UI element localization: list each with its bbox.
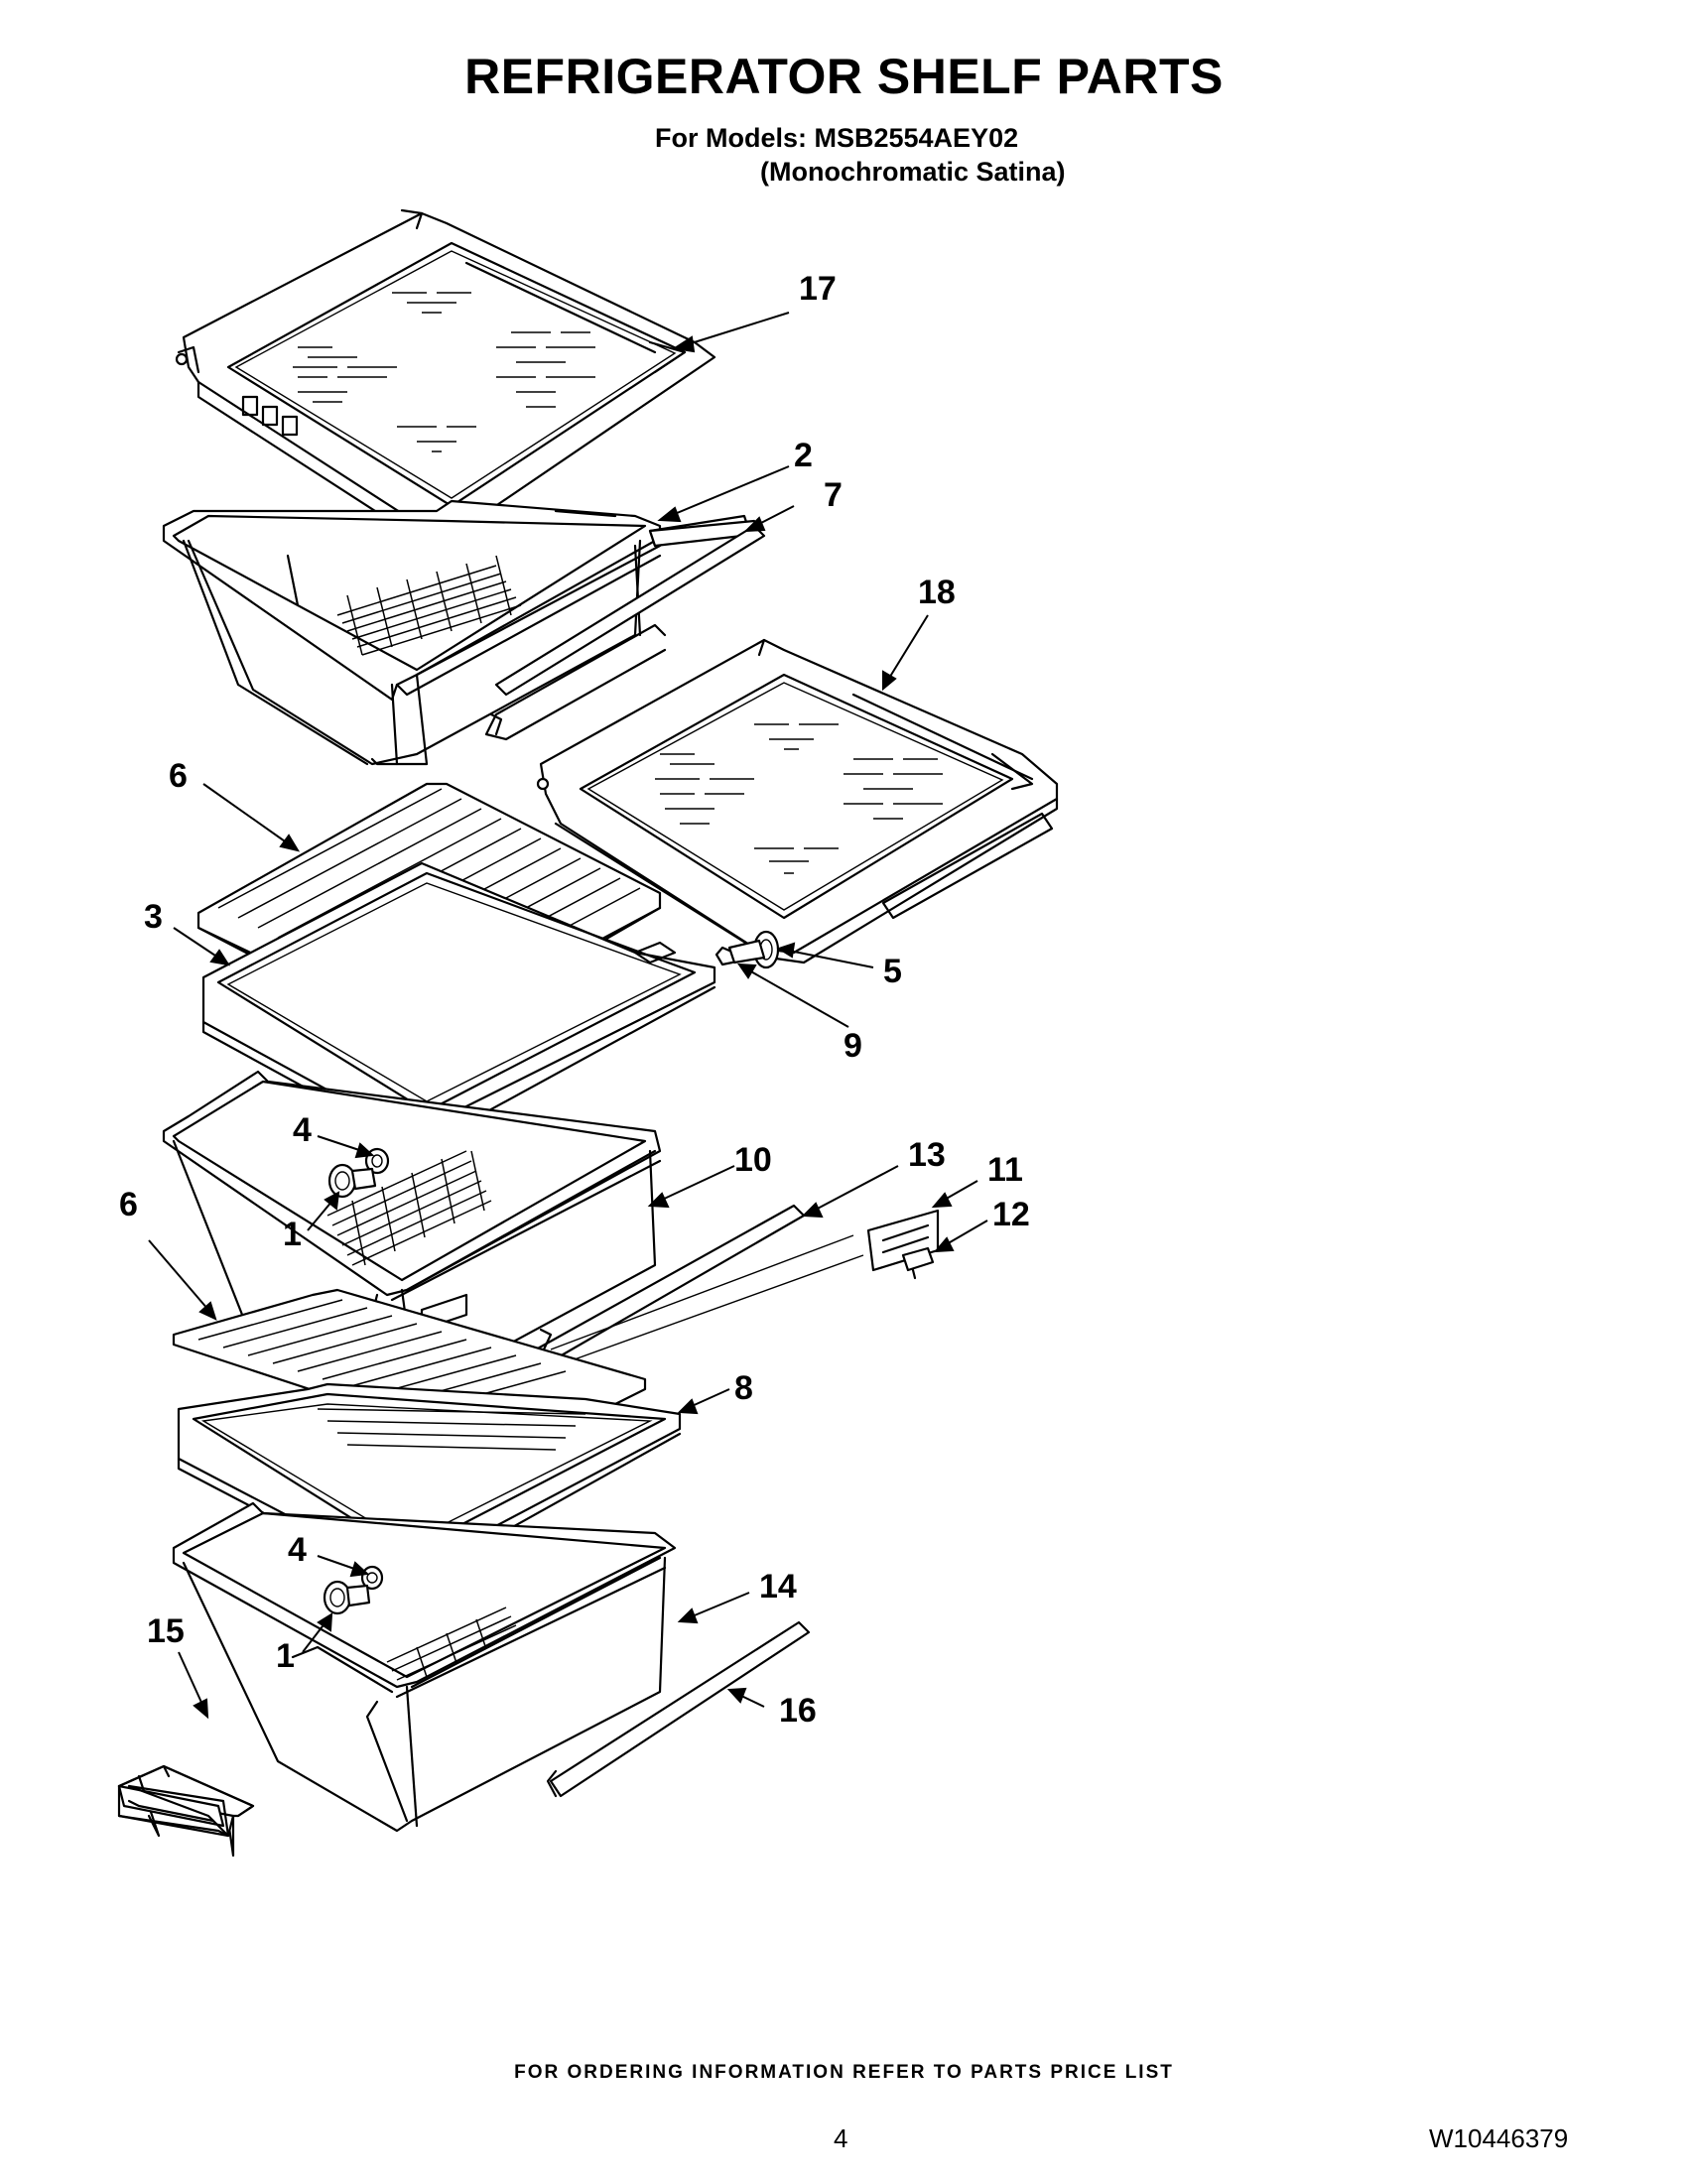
callout-5: 5 [883, 953, 902, 990]
rod-guide-lines [550, 1234, 864, 1365]
page-title: REFRIGERATOR SHELF PARTS [464, 49, 1224, 104]
callout-6-upper: 6 [169, 757, 188, 795]
callout-14: 14 [759, 1568, 797, 1606]
part-14-crisper-drawer [172, 1501, 677, 1833]
model-info: For Models: MSB2554AEY02 (Monochromatic … [655, 121, 1066, 189]
part-1-wheel-lower [323, 1580, 371, 1615]
ordering-info-note: FOR ORDERING INFORMATION REFER TO PARTS … [514, 2062, 1174, 2083]
callout-2: 2 [794, 437, 813, 474]
callout-15: 15 [147, 1612, 185, 1650]
callout-1-upper: 1 [283, 1216, 302, 1253]
part-9-bolt [714, 939, 766, 966]
part-12-clip [901, 1246, 935, 1280]
callout-1-lower: 1 [276, 1637, 295, 1675]
callout-11: 11 [987, 1151, 1023, 1189]
callout-12: 12 [992, 1196, 1030, 1233]
page-number: 4 [834, 2123, 848, 2153]
callout-18: 18 [918, 574, 956, 611]
model-number-line: For Models: MSB2554AEY02 [655, 123, 1019, 153]
callout-16: 16 [779, 1692, 817, 1730]
callout-8: 8 [734, 1369, 753, 1407]
part-7-rod [494, 519, 766, 697]
document-number: W10446379 [1429, 2123, 1569, 2153]
part-16-rod [546, 1620, 811, 1798]
callout-7: 7 [824, 476, 843, 514]
callout-17: 17 [799, 270, 837, 308]
callout-6-lower: 6 [119, 1186, 138, 1223]
callout-3: 3 [144, 898, 163, 936]
callout-4-upper: 4 [293, 1111, 312, 1149]
callout-13: 13 [908, 1136, 946, 1174]
part-3-frame [201, 861, 716, 1153]
part-17-glass-shelf [175, 208, 716, 553]
part-18-glass-shelf [536, 638, 1059, 964]
part-15-label-holder [117, 1764, 255, 1858]
callout-10: 10 [734, 1141, 772, 1179]
callout-9: 9 [844, 1027, 862, 1065]
part-1-wheel-upper [327, 1163, 377, 1199]
part-4-roller-lower [360, 1565, 384, 1591]
leader-arrows [148, 312, 988, 1720]
callout-4-lower: 4 [288, 1531, 307, 1569]
model-color-line: (Monochromatic Satina) [760, 157, 1066, 187]
